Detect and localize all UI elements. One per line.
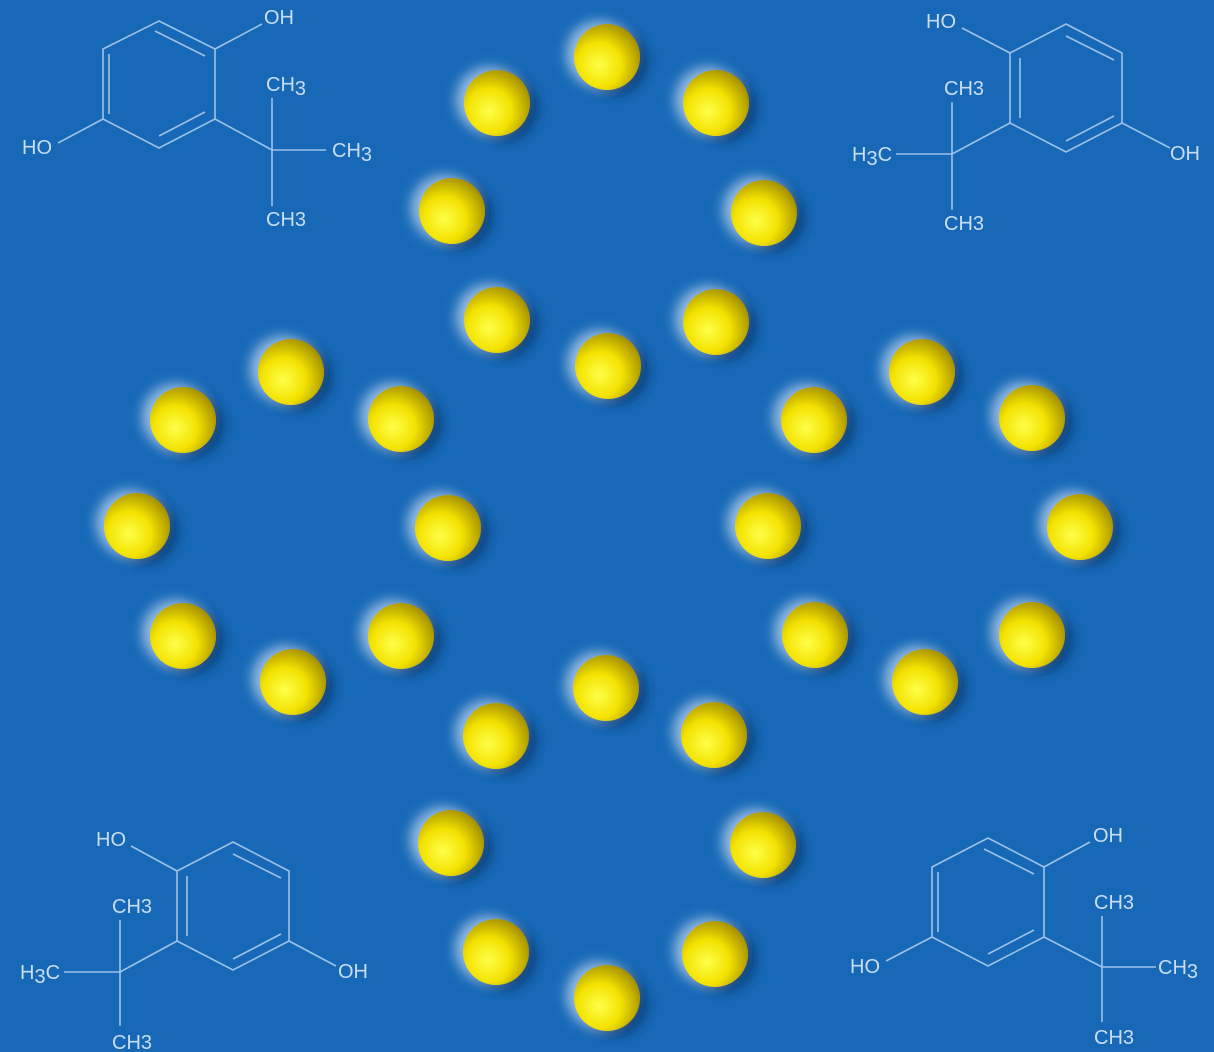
molecule-bottom-left: HO OH CH3 H3C CH3 xyxy=(20,829,368,1052)
sphere xyxy=(258,339,324,405)
label-h3c: H3C xyxy=(20,962,60,988)
sphere xyxy=(781,387,847,453)
sphere xyxy=(999,602,1065,668)
label-oh: OH xyxy=(1170,143,1200,165)
sphere xyxy=(683,70,749,136)
sphere xyxy=(464,287,530,353)
sphere xyxy=(463,703,529,769)
sphere xyxy=(730,812,796,878)
sphere xyxy=(463,919,529,985)
label-ho: HO xyxy=(22,137,52,159)
sphere xyxy=(889,339,955,405)
label-ch3: CH3 xyxy=(944,213,984,235)
label-oh: OH xyxy=(264,7,294,29)
sphere xyxy=(368,386,434,452)
label-ch3: CH3 xyxy=(266,74,306,100)
molecule-bottom-right: OH HO CH3 CH3 CH3 xyxy=(850,825,1198,1049)
sphere xyxy=(782,602,848,668)
sphere xyxy=(731,180,797,246)
sphere xyxy=(418,810,484,876)
label-ch3: CH3 xyxy=(332,140,372,166)
molecule-top-left: OH HO CH3 CH3 CH3 xyxy=(22,7,372,231)
sphere xyxy=(464,70,530,136)
sphere xyxy=(1047,494,1113,560)
sphere xyxy=(573,655,639,721)
label-ch3: CH3 xyxy=(944,78,984,100)
sphere xyxy=(681,702,747,768)
label-ch3: CH3 xyxy=(112,896,152,918)
label-ch3: CH3 xyxy=(112,1032,152,1052)
benzene-ring xyxy=(176,841,290,971)
ring-top xyxy=(419,24,797,399)
label-ch3: CH3 xyxy=(1094,1027,1134,1049)
label-ho: HO xyxy=(926,11,956,33)
sphere xyxy=(735,493,801,559)
sphere xyxy=(415,495,481,561)
sphere xyxy=(892,649,958,715)
label-ho: HO xyxy=(96,829,126,851)
sphere xyxy=(575,333,641,399)
benzene-ring xyxy=(102,20,216,149)
benzene-ring xyxy=(931,837,1045,967)
label-ch3: CH3 xyxy=(1158,957,1198,983)
label-ch3: CH3 xyxy=(266,209,306,231)
sphere xyxy=(104,493,170,559)
molecule-top-right: HO OH CH3 H3C CH3 xyxy=(852,11,1200,235)
sphere xyxy=(999,385,1065,451)
sphere xyxy=(368,603,434,669)
label-h3c: H3C xyxy=(852,144,892,170)
sphere xyxy=(574,965,640,1031)
label-ch3: CH3 xyxy=(1094,892,1134,914)
sphere xyxy=(683,289,749,355)
label-ho: HO xyxy=(850,956,880,978)
sphere xyxy=(150,603,216,669)
label-oh: OH xyxy=(338,961,368,983)
sphere-rings xyxy=(104,24,1113,1031)
ring-left xyxy=(104,339,481,715)
benzene-ring xyxy=(1009,23,1123,153)
sphere xyxy=(260,649,326,715)
ring-right xyxy=(735,339,1113,715)
sphere xyxy=(682,921,748,987)
sphere xyxy=(150,387,216,453)
ring-bottom xyxy=(418,655,796,1031)
sphere xyxy=(419,178,485,244)
label-oh: OH xyxy=(1093,825,1123,847)
sphere xyxy=(574,24,640,90)
